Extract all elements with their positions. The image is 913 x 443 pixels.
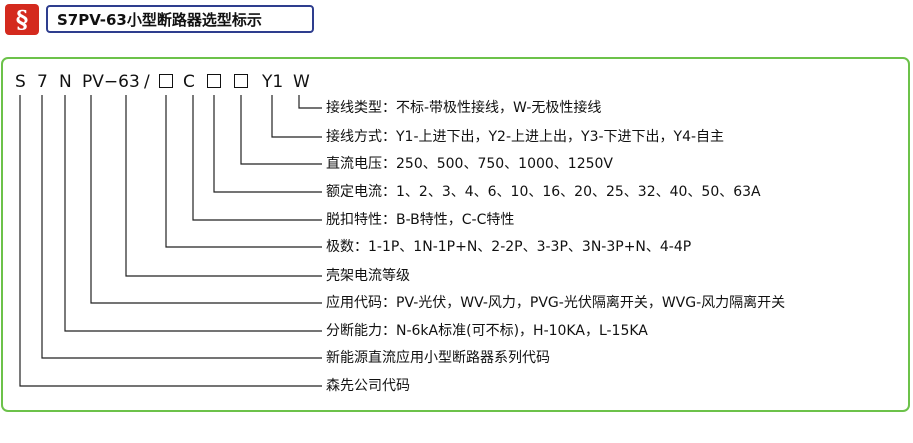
code-n: N [59,72,72,92]
desc-application: 应用代码：PV-光伏，WV-风力，PVG-光伏隔离开关，WVG-风力隔离开关 [326,295,786,311]
code-w: W [293,72,310,92]
code-7: 7 [37,72,48,92]
leader-rated-current [213,95,322,193]
code-box-voltage [234,74,248,88]
desc-poles: 极数：1-1P、1N-1P+N、2-2P、3-3P、3N-3P+N、4-4P [326,239,692,255]
page-title: S7PV-63小型断路器选型标示 [46,5,314,33]
desc-dc-voltage: 直流电压：250、500、750、1000、1250V [326,156,613,172]
leader-poles [165,95,322,248]
leader-wiring-type [298,95,322,109]
desc-wiring-method: 接线方式：Y1-上进下出，Y2-上进上出，Y3-下进下出，Y4-自主 [326,129,725,145]
code-c: C [183,72,195,92]
leader-series [41,95,322,359]
leader-wiring-method [271,95,322,138]
code-s: S [15,72,26,92]
leader-breaking [64,95,322,332]
code-box-poles [159,74,173,88]
code-y1: Y1 [262,72,284,92]
leader-dc-voltage [240,95,322,165]
selection-diagram-panel [1,57,910,412]
leader-frame [125,95,322,277]
code-box-current [207,74,221,88]
desc-rated-current: 额定电流：1、2、3、4、6、10、16、20、25、32、40、50、63A [326,184,761,200]
desc-series: 新能源直流应用小型断路器系列代码 [326,350,550,366]
desc-trip: 脱扣特性：B-B特性，C-C特性 [326,212,515,228]
desc-frame: 壳架电流等级 [326,268,410,284]
desc-wiring-type: 接线类型：不标-带极性接线，W-无极性接线 [326,100,602,116]
code-pv63: PV−63 [82,72,140,92]
desc-company: 森先公司代码 [326,378,410,394]
leader-application [90,95,322,304]
desc-breaking: 分断能力：N-6kA标准(可不标)，H-10KA，L-15KA [326,323,648,339]
leader-company [19,95,322,387]
code-slash: / [144,72,150,92]
leader-trip [192,95,322,221]
section-sign-icon: § [5,4,39,35]
